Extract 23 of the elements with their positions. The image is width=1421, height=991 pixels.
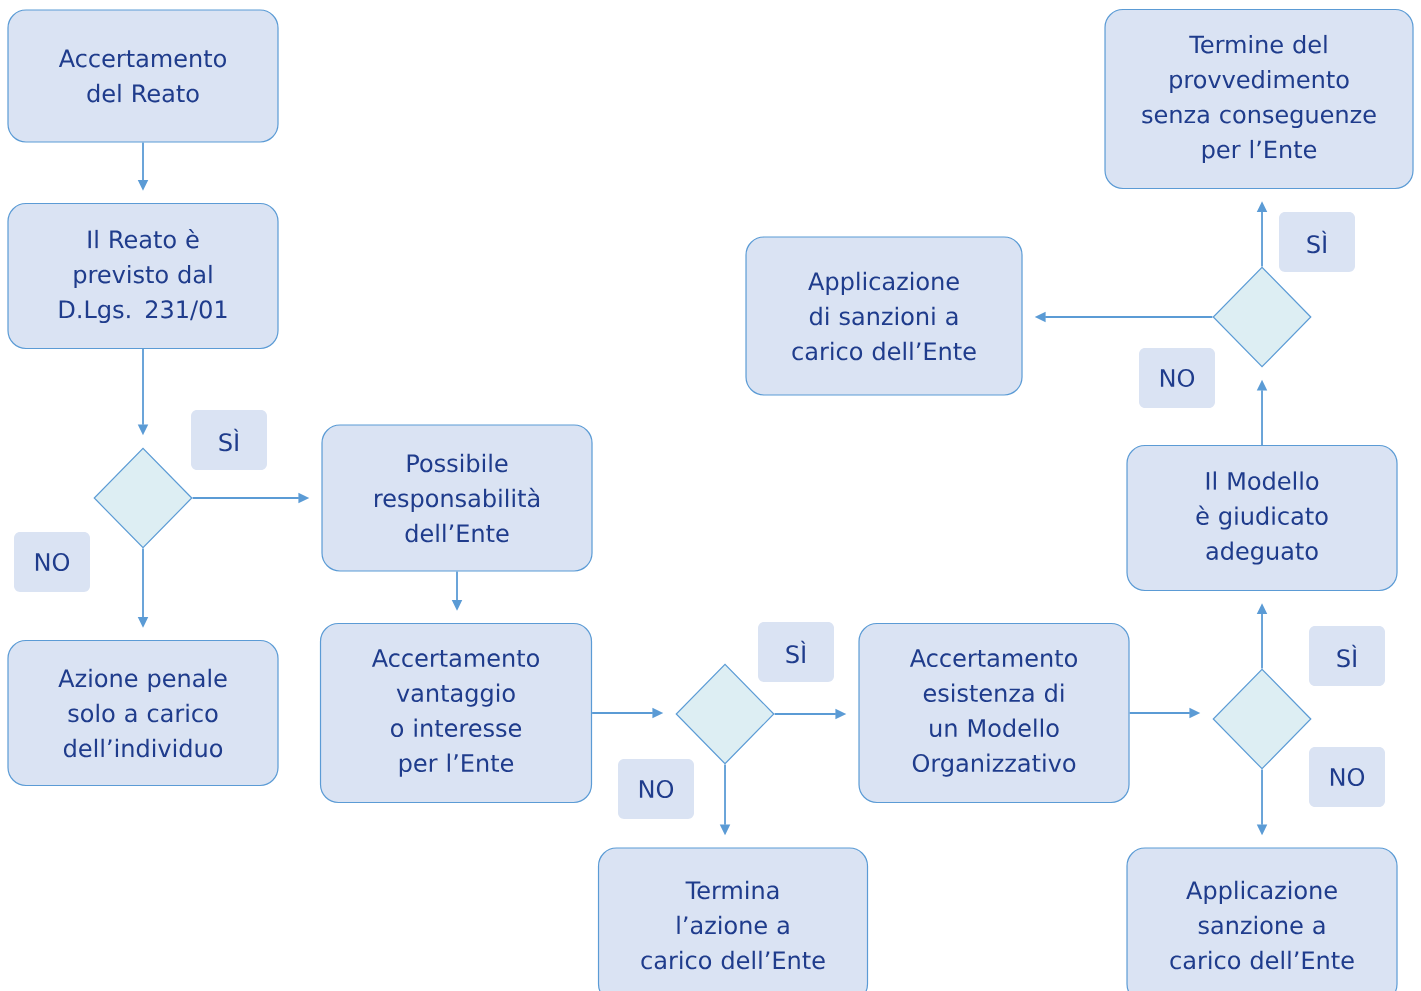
process-box: Accertamento esistenza di un Modello Organizzativo — [858, 622, 1130, 804]
edge-label: NO — [618, 759, 694, 819]
edge-label: NO — [1309, 747, 1385, 807]
process-box: Accertamento del Reato — [7, 9, 279, 143]
process-box: Applicazione di sanzioni a carico dell’Ente — [745, 236, 1023, 396]
decision-diamond — [675, 663, 775, 765]
edge-label: SÌ — [191, 410, 267, 470]
edge-label: SÌ — [1279, 212, 1355, 272]
edge-label: NO — [1139, 348, 1215, 408]
decision-diamond — [1212, 668, 1312, 770]
process-box: Il Reato è previsto dal D.Lgs. 231/01 — [7, 202, 279, 350]
process-box: Accertamento vantaggio o interesse per l’Ente — [319, 622, 593, 804]
edge-label: NO — [14, 532, 90, 592]
edge-label: SÌ — [758, 622, 834, 682]
process-box: Applicazione sanzione a carico dell’Ente — [1126, 847, 1398, 991]
process-box: Possibile responsabilità dell’Ente — [321, 424, 593, 572]
edge-label: SÌ — [1309, 626, 1385, 686]
process-box: Termine del provvedimento senza conseguenze per l’Ente — [1104, 8, 1414, 190]
process-box: Il Modello è giudicato adeguato — [1126, 444, 1398, 592]
decision-diamond — [93, 447, 193, 549]
decision-diamond — [1212, 266, 1312, 368]
process-box: Termina l’azione a carico dell’Ente — [597, 847, 869, 991]
process-box: Azione penale solo a carico dell’individuo — [7, 639, 279, 787]
